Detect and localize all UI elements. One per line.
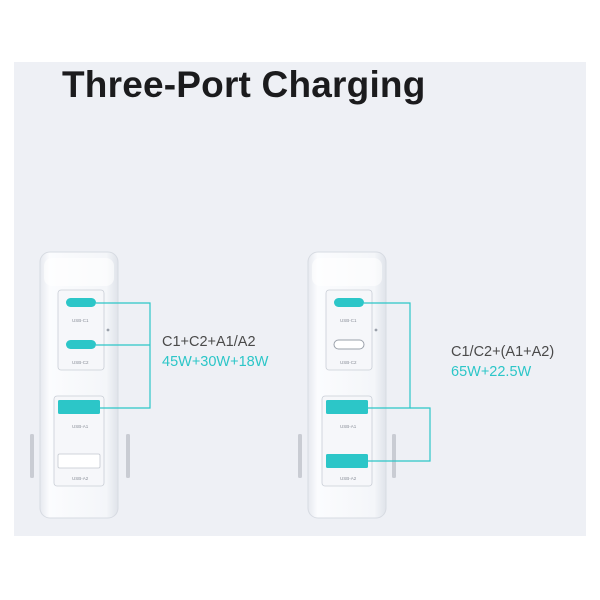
right-prong-right xyxy=(392,434,396,478)
left-usb-a2-label: USB-A2 xyxy=(72,476,89,481)
left-c-port-panel xyxy=(57,289,105,371)
right-usb-a2-label: USB-A2 xyxy=(340,476,357,481)
right-indicator-dot xyxy=(374,328,378,332)
left-combo-text: C1+C2+A1/A2 xyxy=(162,334,256,350)
left-charger-top xyxy=(44,258,114,286)
left-indicator-dot xyxy=(106,328,110,332)
left-usb-a2-port xyxy=(57,453,101,469)
right-usb-a1-port xyxy=(326,400,368,414)
right-usb-a1-label: USB-A1 xyxy=(340,424,357,429)
right-usb-c1-port xyxy=(334,298,364,307)
left-usb-c2-port xyxy=(66,340,96,349)
right-usb-c1-label: USB-C1 xyxy=(340,318,357,323)
left-usb-a1-port xyxy=(58,400,100,414)
right-charger: USB-C1 USB-C2 USB-A1 USB-A2 xyxy=(298,251,431,519)
right-usb-c2-label: USB-C2 xyxy=(340,360,357,365)
left-prong-right xyxy=(126,434,130,478)
right-usb-a2-port xyxy=(326,454,368,468)
left-watts-text: 45W+30W+18W xyxy=(162,354,269,370)
right-config-label: C1/C2+(A1+A2) 65W+22.5W xyxy=(451,344,554,380)
left-usb-c2-label: USB-C2 xyxy=(72,360,89,365)
right-charger-top xyxy=(312,258,382,286)
right-watts-text: 65W+22.5W xyxy=(451,364,532,380)
left-charger: USB-C1 USB-C2 USB-A1 USB-A2 xyxy=(30,251,151,519)
left-usb-c1-port xyxy=(66,298,96,307)
right-bracket-lines xyxy=(364,302,431,462)
right-usb-c2-port xyxy=(333,339,365,350)
left-bracket-lines xyxy=(96,302,151,409)
left-config-label: C1+C2+A1/A2 45W+30W+18W xyxy=(162,334,268,370)
right-combo-text: C1/C2+(A1+A2) xyxy=(451,344,555,360)
left-prong-left xyxy=(30,434,34,478)
page-title: Three-Port Charging xyxy=(62,64,426,105)
right-c-port-panel xyxy=(325,289,373,371)
right-prong-left xyxy=(298,434,302,478)
left-usb-a1-label: USB-A1 xyxy=(72,424,89,429)
left-usb-c1-label: USB-C1 xyxy=(72,318,89,323)
